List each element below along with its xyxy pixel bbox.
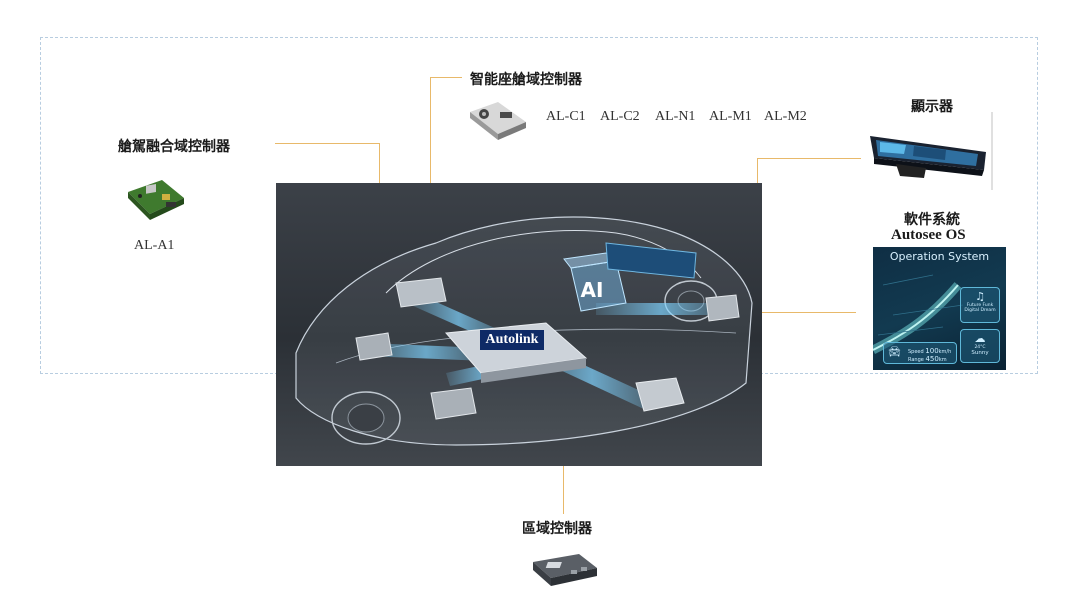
connector-cabin-h <box>430 77 462 78</box>
speed-unit: km/h <box>938 349 952 355</box>
weather-temp: 24°C <box>974 345 986 350</box>
car-wireframe <box>295 216 753 446</box>
heading-software-system: 軟件系統 <box>904 212 960 228</box>
ai-chip-label: AI <box>580 278 604 302</box>
heading-zone-controller: 區域控制器 <box>522 521 592 537</box>
os-weather-tile[interactable]: ☁ 24°C Sunny <box>960 329 1000 363</box>
music-note-icon: ♫ <box>975 290 985 303</box>
heading-cockpit-driving-controller: 艙駕融合域控制器 <box>118 139 230 155</box>
heading-autosee-os: Autosee OS <box>891 227 966 243</box>
heading-display: 顯示器 <box>911 99 953 115</box>
music-title: Future Funk <box>966 303 994 308</box>
range-unit: km <box>938 357 947 363</box>
os-title: Operation System <box>889 250 990 263</box>
os-map-road <box>873 274 964 355</box>
car-hero-image: AI <box>276 183 762 466</box>
weather-text: Sunny <box>971 350 989 356</box>
connector-zone-v <box>563 464 564 514</box>
range-value: 450 <box>925 355 939 363</box>
os-drive-tile[interactable]: 🚘︎ Speed 100km/h Range 450km <box>883 342 957 364</box>
range-label: Range <box>908 357 924 363</box>
cloud-sun-icon: ☁ <box>974 332 986 345</box>
display-image <box>870 112 993 190</box>
music-subtitle: Digital Dream <box>964 308 996 313</box>
model-al-a1: AL-A1 <box>134 238 175 253</box>
cockpit-driving-board-image <box>128 180 184 220</box>
model-al-m2: AL-M2 <box>764 109 807 124</box>
speed-value: 100 <box>925 347 939 355</box>
model-al-c1: AL-C1 <box>546 109 586 124</box>
zone-controller-image <box>533 554 597 586</box>
os-music-tile[interactable]: ♫ Future Funk Digital Dream <box>960 287 1000 323</box>
heading-smart-cabin-controller: 智能座艙域控制器 <box>470 72 582 88</box>
connector-cabin-v <box>430 77 431 210</box>
model-al-m1: AL-M1 <box>709 109 752 124</box>
smart-cabin-board-image <box>470 102 526 140</box>
autolink-label: Autolink <box>480 330 544 350</box>
connector-cockpit-h <box>275 143 379 144</box>
car-icon: 🚘︎ <box>888 347 901 358</box>
model-al-c2: AL-C2 <box>600 109 640 124</box>
connector-display-h <box>757 158 861 159</box>
model-al-n1: AL-N1 <box>655 109 696 124</box>
autosee-os-screen: Operation System ♫ Future Funk Digital D… <box>873 247 1006 370</box>
speed-label: Speed <box>908 349 924 355</box>
